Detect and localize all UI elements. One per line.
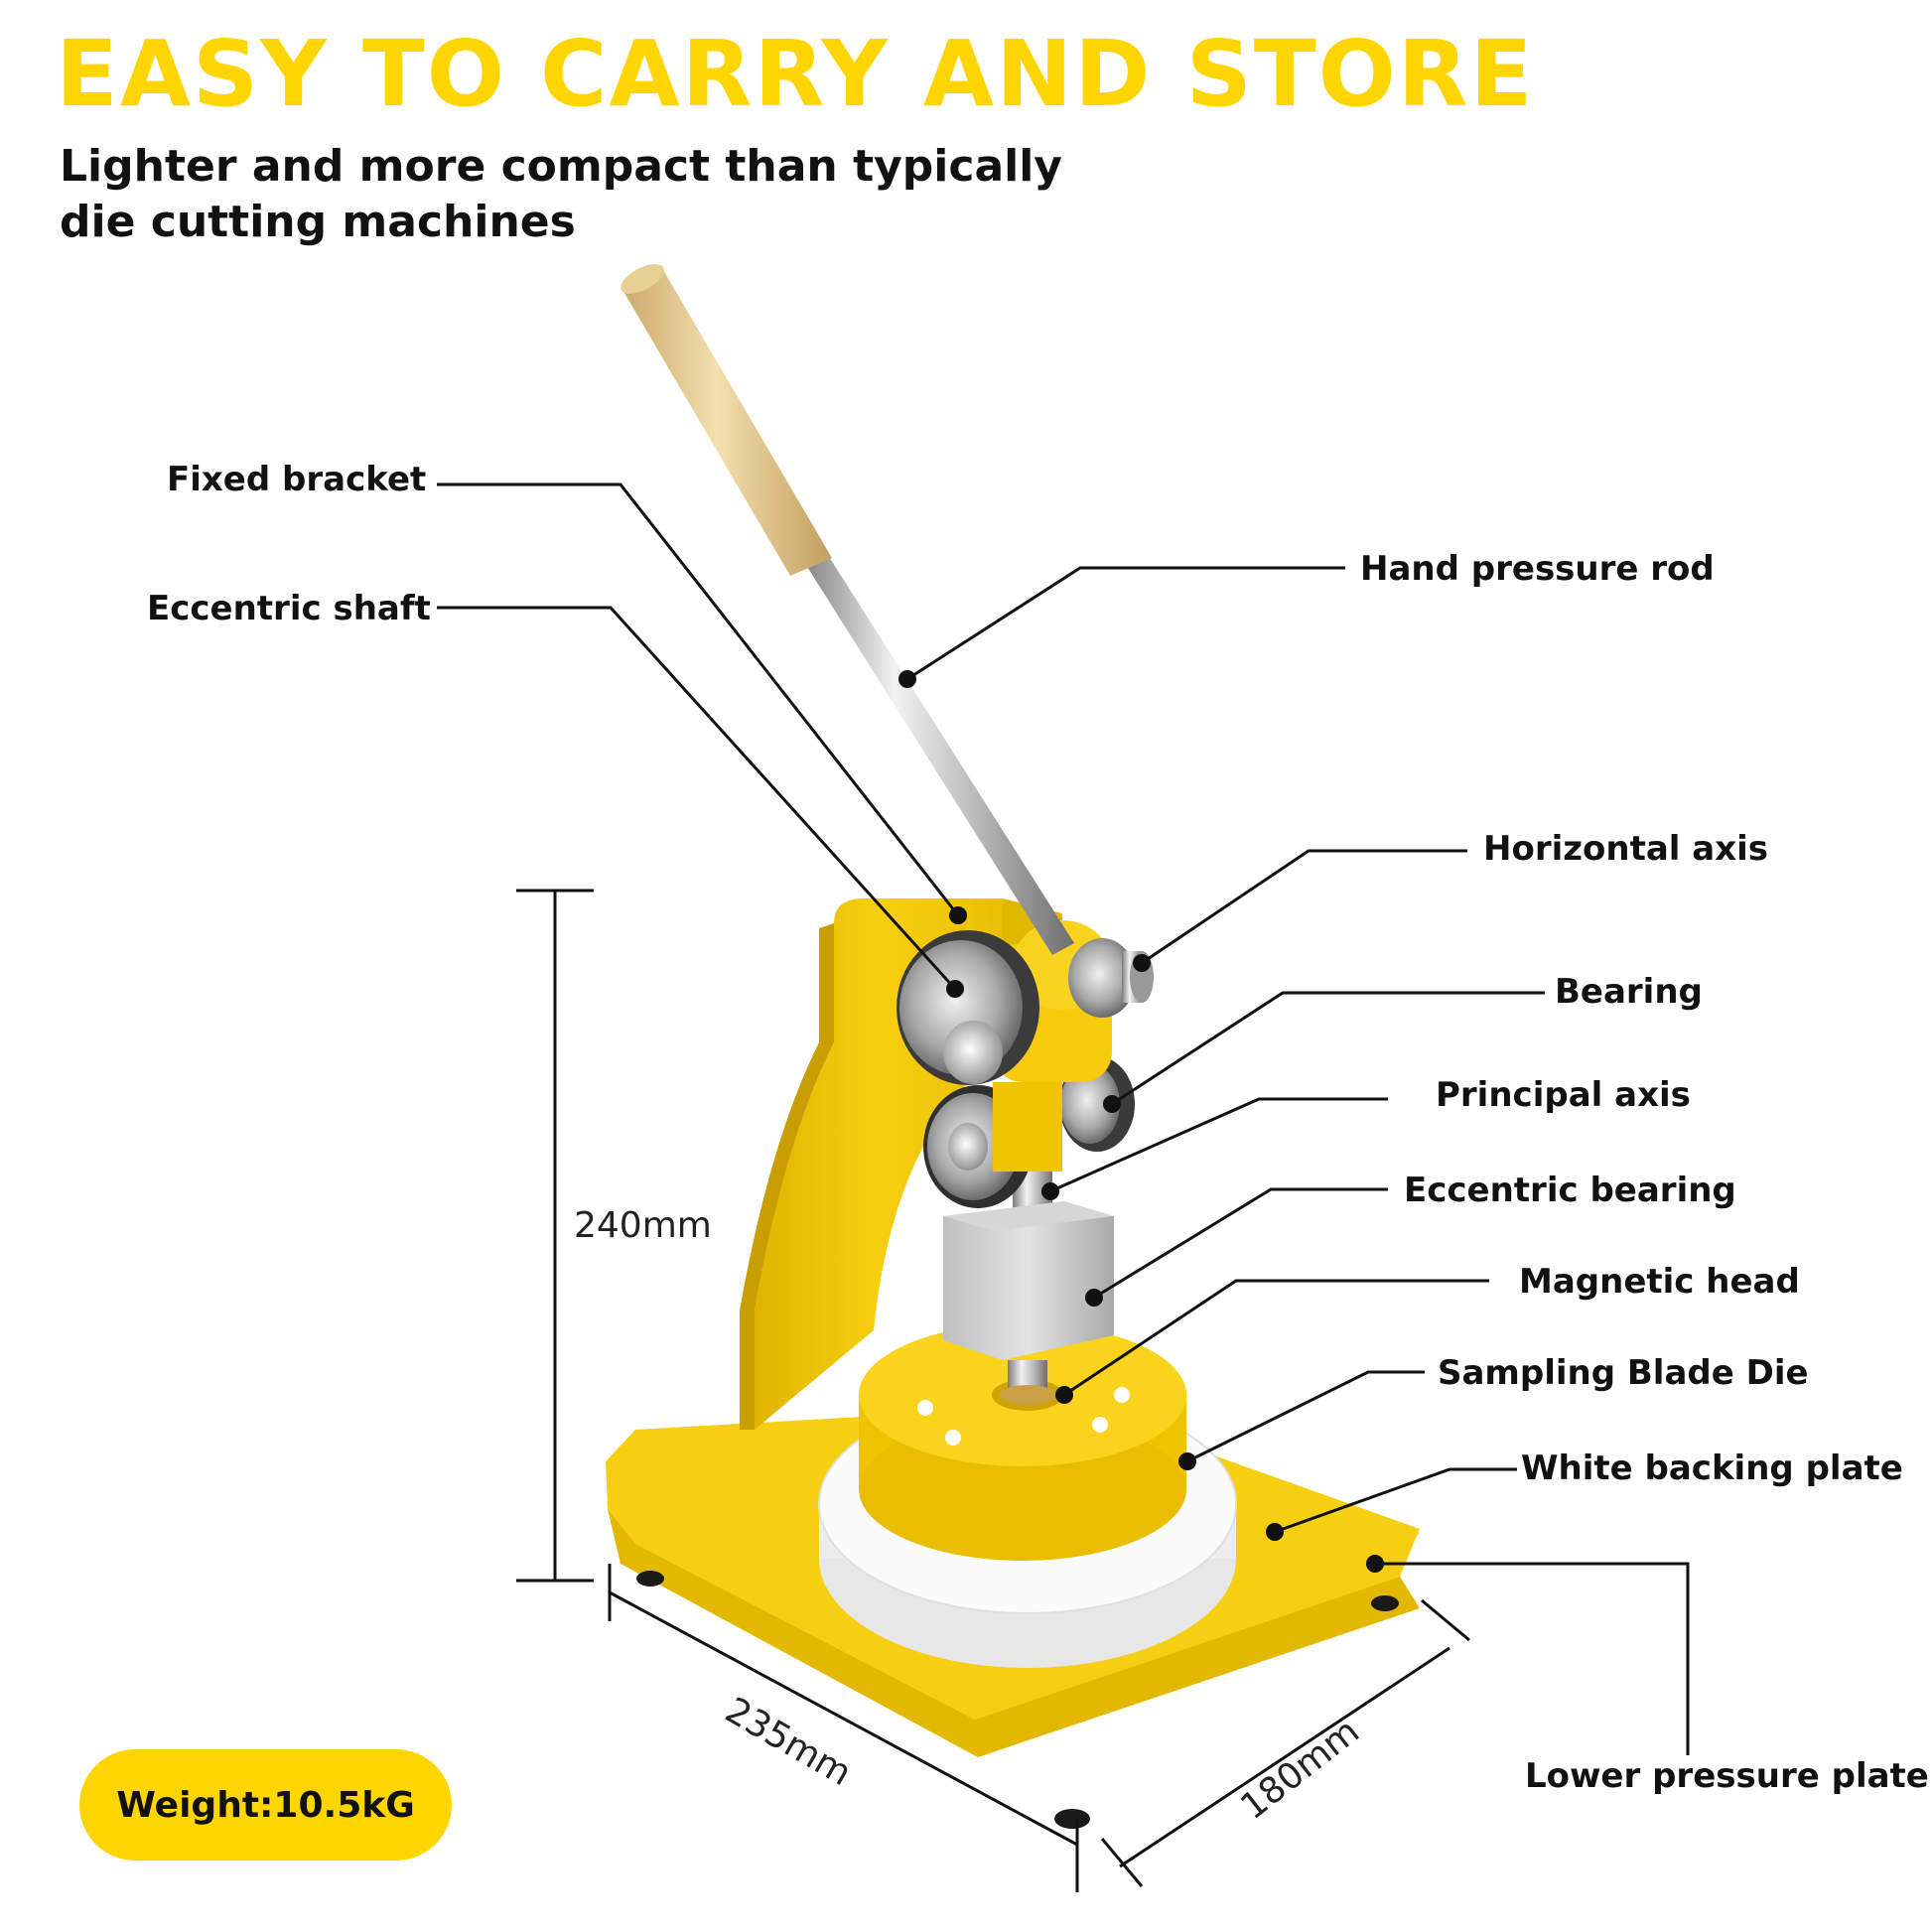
dimension-lines (516, 889, 1470, 1892)
callout-leaders (437, 483, 1690, 1755)
label-horizontal-axis: Horizontal axis (1483, 829, 1768, 869)
headline: EASY TO CARRY AND STORE (56, 21, 1535, 127)
leader-eccentric-shaft (437, 606, 957, 991)
label-principal-axis: Principal axis (1436, 1075, 1691, 1115)
weight-badge-text: Weight:10.5kG (116, 1784, 415, 1826)
leader-hand-pressure-rod (906, 566, 1345, 681)
sampling-blade-die (859, 1323, 1186, 1561)
label-fixed-bracket: Fixed bracket (167, 460, 426, 499)
dimension-length: 235mm (719, 1690, 859, 1794)
eccentric-shaft-assembly (897, 920, 1154, 1085)
label-white-backing-plate: White backing plate (1521, 1449, 1903, 1488)
dimension-width: 180mm (1233, 1711, 1367, 1828)
leader-magnetic-head (1063, 1279, 1489, 1397)
subheadline-line-1: Lighter and more compact than typically (60, 141, 1062, 192)
label-bearing: Bearing (1555, 972, 1703, 1012)
dimension-height: 240mm (574, 1205, 712, 1246)
leader-white-backing-plate (1274, 1467, 1517, 1534)
bearing-wheels (923, 1056, 1135, 1208)
subheadline: Lighter and more compact than typically … (60, 139, 1062, 250)
leader-horizontal-axis (1141, 849, 1467, 965)
label-eccentric-shaft: Eccentric shaft (147, 589, 431, 628)
leader-eccentric-bearing (1093, 1187, 1388, 1300)
subheadline-line-2: die cutting machines (60, 197, 576, 247)
label-lower-pressure-plate: Lower pressure plate (1525, 1756, 1929, 1796)
leader-lower-pressure-plate (1375, 1562, 1690, 1755)
label-hand-pressure-rod: Hand pressure rod (1360, 549, 1715, 589)
label-eccentric-bearing: Eccentric bearing (1404, 1171, 1736, 1210)
leader-bearing (1111, 991, 1545, 1106)
callout-dots (898, 670, 1384, 1573)
label-magnetic-head: Magnetic head (1519, 1262, 1800, 1302)
leader-sampling-blade-die (1186, 1370, 1425, 1463)
hand-pressure-rod (621, 264, 1074, 955)
leader-fixed-bracket (437, 483, 960, 916)
weight-badge: Weight:10.5kG (79, 1749, 452, 1861)
label-sampling-blade-die: Sampling Blade Die (1438, 1353, 1809, 1393)
leader-principal-axis (1049, 1097, 1388, 1193)
